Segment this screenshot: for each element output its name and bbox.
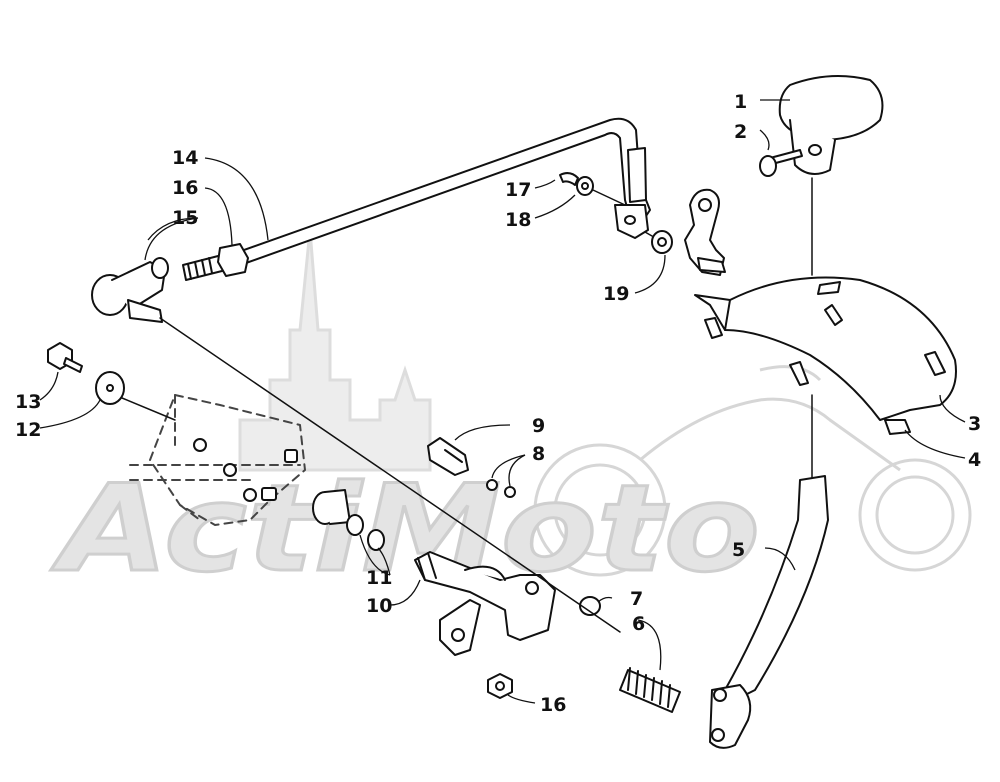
callout-3: 3 bbox=[968, 413, 981, 435]
callouts: 1 2 3 4 5 6 7 8 9 10 11 12 13 14 15 16 1… bbox=[15, 91, 981, 716]
callout-4: 4 bbox=[968, 449, 981, 471]
callout-17: 17 bbox=[505, 179, 531, 201]
ball-joint bbox=[91, 257, 169, 323]
callout-1: 1 bbox=[734, 91, 747, 113]
spring bbox=[619, 667, 681, 713]
callout-11: 11 bbox=[366, 567, 392, 589]
callout-8: 8 bbox=[532, 443, 545, 465]
clip bbox=[884, 419, 911, 435]
shift-lever bbox=[709, 475, 829, 749]
leader-lines bbox=[39, 99, 966, 704]
linkage-arm bbox=[684, 188, 726, 276]
callout-16-lower: 16 bbox=[540, 694, 566, 716]
o-ring-11a bbox=[346, 514, 364, 536]
rod-nut bbox=[182, 243, 249, 281]
shift-knob bbox=[778, 75, 884, 175]
callout-5: 5 bbox=[732, 539, 745, 561]
callout-12: 12 bbox=[15, 419, 41, 441]
knob-screw bbox=[759, 149, 803, 177]
callout-15: 15 bbox=[172, 207, 198, 229]
callout-19: 19 bbox=[603, 283, 629, 305]
callout-13: 13 bbox=[15, 391, 41, 413]
o-ring bbox=[504, 486, 516, 498]
callout-9: 9 bbox=[532, 415, 545, 437]
o-ring bbox=[486, 479, 498, 491]
bushing bbox=[312, 489, 351, 525]
shift-arm bbox=[414, 551, 556, 656]
pin bbox=[427, 437, 469, 476]
callout-10: 10 bbox=[366, 595, 392, 617]
mount-bracket bbox=[129, 394, 306, 526]
shift-rod bbox=[229, 117, 651, 269]
callout-16-upper: 16 bbox=[172, 177, 198, 199]
callout-6: 6 bbox=[632, 613, 645, 635]
e-clip bbox=[559, 172, 579, 186]
watermark-text: ActiMoto bbox=[51, 460, 760, 599]
callout-7: 7 bbox=[630, 588, 643, 610]
callout-18: 18 bbox=[505, 209, 531, 231]
o-ring-11b bbox=[367, 529, 385, 551]
washer bbox=[579, 596, 601, 616]
watermark bbox=[238, 229, 972, 577]
shift-gate-cover bbox=[694, 276, 957, 421]
bolt bbox=[47, 342, 83, 373]
callout-14: 14 bbox=[172, 147, 198, 169]
callout-2: 2 bbox=[734, 121, 747, 143]
